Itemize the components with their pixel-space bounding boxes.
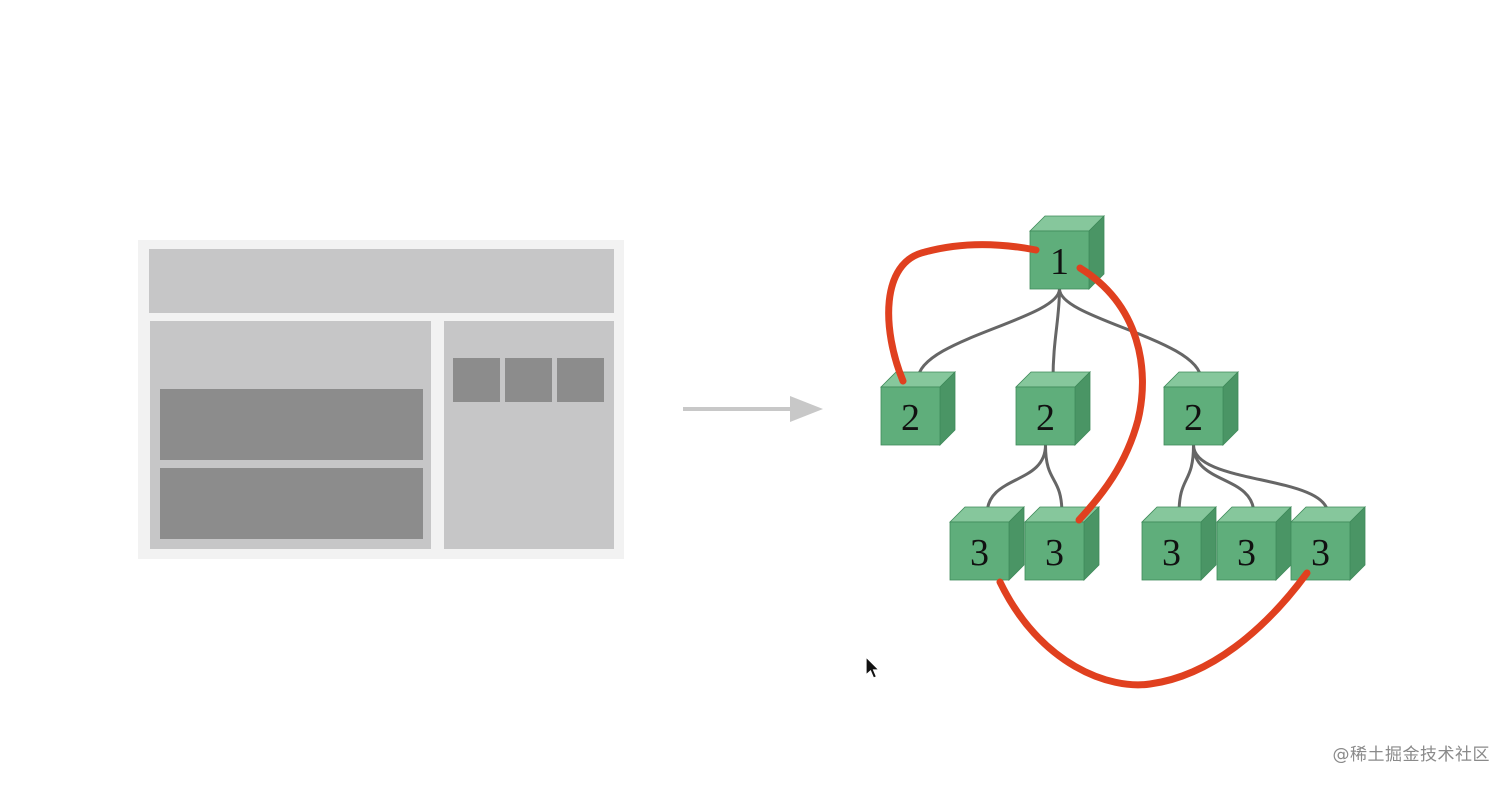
connector-n2c-n3d xyxy=(1192,444,1256,515)
watermark: @稀土掘金技术社区 xyxy=(1332,745,1490,765)
cube-front-face xyxy=(1015,386,1076,446)
tree-nodes: 1 2 2 2 3 3 3 3 3 xyxy=(880,215,1366,581)
cube-front-face xyxy=(1163,386,1224,446)
cube-front-face xyxy=(880,386,941,446)
cube-front-face xyxy=(1290,521,1351,581)
cube-front-face xyxy=(1024,521,1085,581)
wireframe-sidebar-block-1 xyxy=(453,358,500,402)
cube-front-face xyxy=(1216,521,1277,581)
tree-node-cube: 2 xyxy=(1163,371,1239,446)
tree-node-cube: 3 xyxy=(949,506,1025,581)
cube-front-face xyxy=(1141,521,1202,581)
wireframe-sidebar-panel xyxy=(444,321,614,549)
connector-n1-n2b xyxy=(1051,288,1061,380)
node-label: 1 xyxy=(1050,241,1069,283)
node-label: 3 xyxy=(1045,532,1064,574)
node-label: 3 xyxy=(970,532,989,574)
arrow-head xyxy=(790,396,823,422)
wireframe-main-block-bottom xyxy=(160,468,423,539)
tree-node-cube: 3 xyxy=(1216,506,1292,581)
connector-n1-n2a xyxy=(916,288,1061,380)
wireframe-header-panel xyxy=(149,249,614,313)
node-label: 3 xyxy=(1162,532,1181,574)
connector-n1-n2c xyxy=(1058,288,1203,380)
connector-n2b-n3a xyxy=(985,444,1047,515)
cube-front-face xyxy=(949,521,1010,581)
highlight-path-n2a-n1 xyxy=(885,241,1040,385)
wireframe-main-block-top xyxy=(160,389,423,460)
cube-front-face xyxy=(1029,230,1090,290)
tree-node-cube: 3 xyxy=(1141,506,1217,581)
transform-arrow xyxy=(683,396,823,422)
highlight-paths-overlay xyxy=(885,241,1311,689)
page-wireframe xyxy=(138,240,624,559)
mouse-cursor-icon xyxy=(865,655,881,679)
highlight-path-n1-n3b xyxy=(1075,264,1146,524)
node-label: 2 xyxy=(1184,397,1203,439)
node-label: 3 xyxy=(1311,532,1330,574)
connector-n2b-n3b xyxy=(1044,444,1064,515)
node-label: 2 xyxy=(901,397,920,439)
tree-node-cube: 3 xyxy=(1024,506,1100,581)
tree-node-cube: 3 xyxy=(1290,506,1366,581)
tree-connectors xyxy=(916,288,1330,515)
node-label: 3 xyxy=(1237,532,1256,574)
connector-n2c-n3c xyxy=(1177,444,1195,515)
node-label: 2 xyxy=(1036,397,1055,439)
connector-n2c-n3e xyxy=(1192,444,1330,515)
tree-node-cube: 2 xyxy=(880,371,956,446)
highlight-path-n3a-n3e xyxy=(996,569,1311,689)
wireframe-sidebar-block-2 xyxy=(505,358,552,402)
wireframe-sidebar-block-3 xyxy=(557,358,604,402)
tree-node-cube: 2 xyxy=(1015,371,1091,446)
tree-node-cube: 1 xyxy=(1029,215,1105,290)
